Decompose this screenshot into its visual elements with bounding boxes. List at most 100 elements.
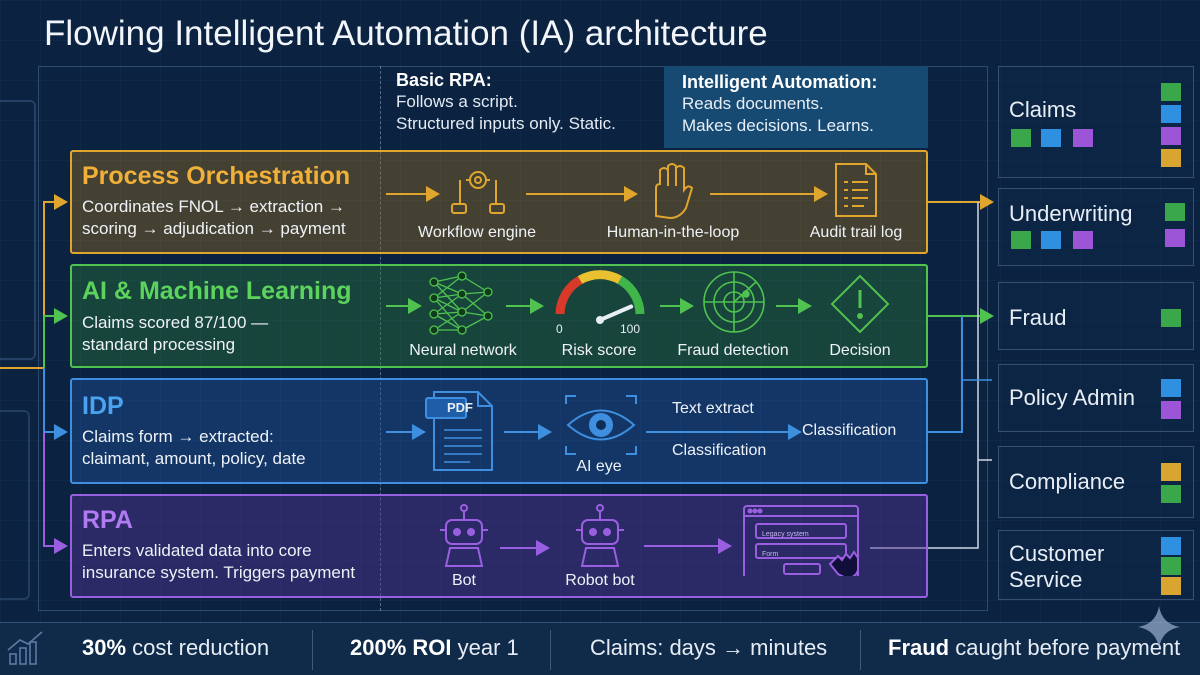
step-human-in-the-loop: Human-in-the-loop [606,224,740,241]
legend-square-rpa [1073,231,1093,249]
stat-separator [550,630,551,670]
idp-desc-line2: claimant, amount, policy, date [82,449,306,468]
stat-fraud: Fraud caught before payment [888,635,1180,661]
idp-desc: Claims form → extracted: claimant, amoun… [82,426,306,470]
document-list-icon [835,163,877,217]
legacy-window-icon [743,505,859,576]
step-audit-trail-log: Audit trail log [809,224,903,241]
rpa-flow [440,504,859,576]
stat-separator [312,630,313,670]
ia-heading: Intelligent Automation: [682,72,878,92]
bar-chart-icon [7,631,43,665]
rpa-title: RPA [82,506,133,534]
legend-square-idp [1161,379,1181,397]
rpa-desc-line2: insurance system. Triggers payment [82,563,356,582]
pdf-icon [425,391,493,471]
ai-ml-title: AI & Machine Learning [82,277,352,305]
basic-rpa-heading: Basic RPA: [396,70,492,90]
process-orchestration-flow [386,163,877,220]
divider-dashed [380,66,381,611]
legend-square-idp [1041,231,1061,249]
layer-process-orchestration [70,150,928,254]
ia-line1: Reads documents. [682,94,824,113]
legend-square-idp [1161,105,1181,123]
process-orchestration-title: Process Orchestration [82,162,351,190]
pointer-hand-icon [828,550,859,576]
form-label: Form [762,551,779,558]
robot-icon [440,504,488,567]
step-bot: Bot [451,572,476,589]
legend-square-rpa [1161,401,1181,419]
system-policy-admin: Policy Admin [998,364,1194,432]
legacy-system-label: Legacy system [762,531,809,538]
rpa-desc: Enters validated data into core insuranc… [82,540,355,584]
radar-icon [703,271,765,333]
flow-chart-icon [451,171,505,214]
neural-network-icon [429,271,493,335]
stat-separator [860,630,861,670]
pdf-label: PDF [447,400,473,415]
system-claims: Claims [998,66,1194,178]
ai-ml-desc-line1: Claims scored 87/100 — [82,313,269,332]
branch-text-extract: Text extract [672,400,754,417]
stat-fraud-text: caught before payment [949,635,1181,660]
legend-square-idp [1041,129,1061,147]
ai-eye-label: AI eye [576,458,622,475]
system-customer-service-line1: Customer [1009,541,1105,566]
step-fraud-detection: Fraud detection [677,342,789,359]
legend-square-orchestration [1161,463,1181,481]
legend-square-idp [1161,537,1181,555]
legend-square-rpa [1165,229,1185,247]
stat-cost-reduction-text: cost reduction [126,635,270,660]
eye-icon [565,395,637,455]
layer-ai-machine-learning [70,264,928,368]
stat-roi-value: 200% ROI [350,635,452,660]
step-neural-network: Neural network [409,342,517,359]
gauge-icon [555,270,645,324]
legend-square-orchestration [1161,577,1181,595]
legend-square-ai-ml [1011,231,1031,249]
decorative-shape-left-lower [0,410,30,600]
stat-cost-reduction-value: 30% [82,635,127,660]
system-fraud: Fraud [998,282,1194,350]
gauge-max-label: 100 [620,322,641,336]
system-claims-name: Claims [1009,97,1077,122]
legend-square-ai-ml [1161,557,1181,575]
intelligent-automation-header: Intelligent Automation: Reads documents.… [664,66,928,148]
sparkle-icon [1138,606,1180,648]
step-risk-score: Risk score [561,342,637,359]
legend-square-orchestration [1161,149,1181,167]
ai-ml-desc: Claims scored 87/100 — standard processi… [82,312,268,356]
basic-rpa-line1: Follows a script. [396,92,518,111]
system-compliance-name: Compliance [1009,469,1126,494]
stat-claims-time: Claims: days → minutes [590,635,827,661]
process-orchestration-desc-line1: Coordinates FNOL → extraction → [82,197,345,216]
basic-rpa-line2: Structured inputs only. Static. [396,114,616,133]
legend-square-rpa [1161,127,1181,145]
legend-square-ai-ml [1165,203,1185,221]
step-decision: Decision [829,342,891,359]
system-policy-admin-name: Policy Admin [1009,385,1135,410]
basic-rpa-header: Basic RPA: Follows a script. Structured … [396,70,616,135]
step-workflow-engine: Workflow engine [418,224,536,241]
system-customer-service-name: Customer Service [1009,541,1104,593]
stat-roi-text: year 1 [451,635,519,660]
branch-classification: Classification [672,442,767,459]
legend-square-ai-ml [1161,309,1181,327]
ai-ml-desc-line2: standard processing [82,335,236,354]
warning-diamond-icon [830,274,890,334]
layer-rpa [70,494,928,598]
stat-fraud-value: Fraud [888,635,950,660]
stat-cost-reduction: 30% cost reduction [82,635,269,661]
hand-icon [655,163,694,220]
stats-bar [0,622,1200,675]
legend-square-ai-ml [1161,485,1181,503]
system-fraud-name: Fraud [1009,305,1067,330]
ia-line2: Makes decisions. Learns. [682,116,874,135]
process-orchestration-desc: Coordinates FNOL → extraction → scoring … [82,196,346,240]
legend-square-rpa [1073,129,1093,147]
page-title: Flowing Intelligent Automation (IA) arch… [44,14,768,53]
decorative-shape-left [0,100,36,360]
architecture-frame [38,66,988,611]
